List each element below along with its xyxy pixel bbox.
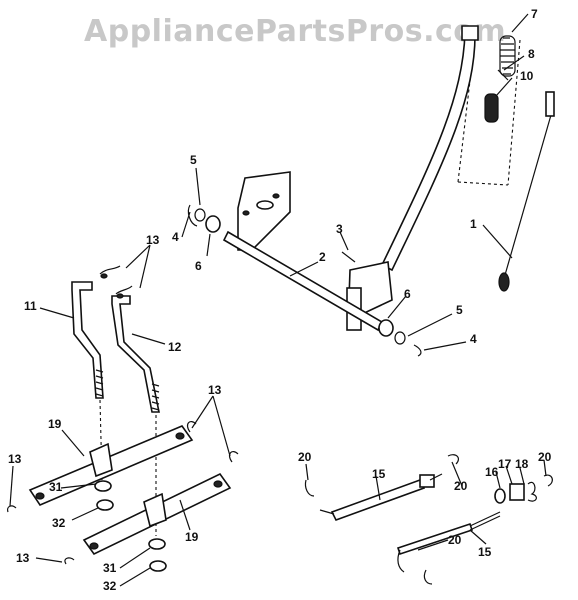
callout-15-upper: 15 xyxy=(372,467,386,481)
rod-15-lower[interactable] xyxy=(396,511,501,573)
callout-13-link: 13 xyxy=(208,383,222,397)
clip-4-right[interactable] xyxy=(413,344,422,357)
bushing-6-left[interactable] xyxy=(205,215,221,233)
callout-6-right: 6 xyxy=(404,287,411,301)
clip-13-link-right[interactable] xyxy=(186,420,239,463)
callout-18: 18 xyxy=(515,457,529,471)
spring-10[interactable] xyxy=(484,93,499,123)
callouts: 7 8 10 1 2 3 4 5 6 6 5 4 13 11 12 13 19 … xyxy=(8,7,552,593)
mounting-bracket[interactable] xyxy=(237,171,291,251)
callout-15-lower: 15 xyxy=(478,545,492,559)
spacer-31-upper[interactable] xyxy=(94,480,112,492)
nut-32-upper[interactable] xyxy=(96,499,114,511)
callout-20a: 20 xyxy=(298,450,312,464)
pin-3[interactable] xyxy=(341,251,356,263)
clip-13-link-left[interactable] xyxy=(7,505,75,565)
washer-5-left[interactable] xyxy=(194,208,206,222)
callout-20d: 20 xyxy=(448,533,462,547)
washer-5-right[interactable] xyxy=(394,331,406,345)
callout-6-left: 6 xyxy=(195,259,202,273)
hanger-12[interactable] xyxy=(111,295,160,413)
callout-31-upper: 31 xyxy=(49,480,63,494)
callout-12: 12 xyxy=(168,340,182,354)
callout-13-left: 13 xyxy=(8,452,22,466)
callout-10: 10 xyxy=(520,69,534,83)
callout-32-upper: 32 xyxy=(52,516,66,530)
callout-5-right: 5 xyxy=(456,303,463,317)
cotter-pin-20b[interactable] xyxy=(447,454,460,465)
callout-19-upper: 19 xyxy=(48,417,62,431)
spring-7[interactable] xyxy=(499,35,516,77)
callout-17: 17 xyxy=(498,457,512,471)
callout-20c: 20 xyxy=(538,450,552,464)
callout-32-lower: 32 xyxy=(103,579,117,593)
cotter-pin-20c[interactable] xyxy=(543,474,553,487)
callout-13-upper: 13 xyxy=(146,233,160,247)
callout-11: 11 xyxy=(24,299,37,313)
watermark: AppliancePartsPros.com xyxy=(84,14,507,49)
clip-4-left[interactable] xyxy=(187,204,198,227)
callout-31-lower: 31 xyxy=(103,561,117,575)
bracket-17[interactable] xyxy=(509,483,525,501)
leader-lines xyxy=(9,13,547,587)
callout-2: 2 xyxy=(319,250,326,264)
callout-3: 3 xyxy=(336,222,343,236)
spring-18[interactable] xyxy=(527,481,537,502)
cotter-pin-20d[interactable] xyxy=(423,569,433,585)
washer-8[interactable] xyxy=(497,69,509,81)
nut-32-lower[interactable] xyxy=(149,560,167,572)
lift-link-19-upper[interactable] xyxy=(28,425,194,506)
callout-7: 7 xyxy=(531,7,538,21)
callout-13-lower: 13 xyxy=(16,551,30,565)
callout-19-lower: 19 xyxy=(185,530,199,544)
lift-rod-1[interactable] xyxy=(498,91,555,292)
clip-13-upper[interactable] xyxy=(99,265,133,299)
bushing-6-right[interactable] xyxy=(378,319,394,337)
washer-16[interactable] xyxy=(494,488,506,504)
hanger-11[interactable] xyxy=(71,281,104,399)
callout-8: 8 xyxy=(528,47,535,61)
callout-4-right: 4 xyxy=(470,332,477,346)
rod-15-upper[interactable] xyxy=(319,473,443,521)
spacer-31-lower[interactable] xyxy=(148,538,166,550)
lift-shaft-2[interactable] xyxy=(222,230,384,332)
lift-lever-arm[interactable] xyxy=(346,25,479,331)
callout-16: 16 xyxy=(485,465,499,479)
callout-5-left: 5 xyxy=(190,153,197,167)
callout-1: 1 xyxy=(470,217,477,231)
cotter-pin-20a[interactable] xyxy=(304,479,315,497)
lift-link-19-lower[interactable] xyxy=(82,472,232,556)
callout-4-left: 4 xyxy=(172,230,179,244)
callout-20b: 20 xyxy=(454,479,468,493)
